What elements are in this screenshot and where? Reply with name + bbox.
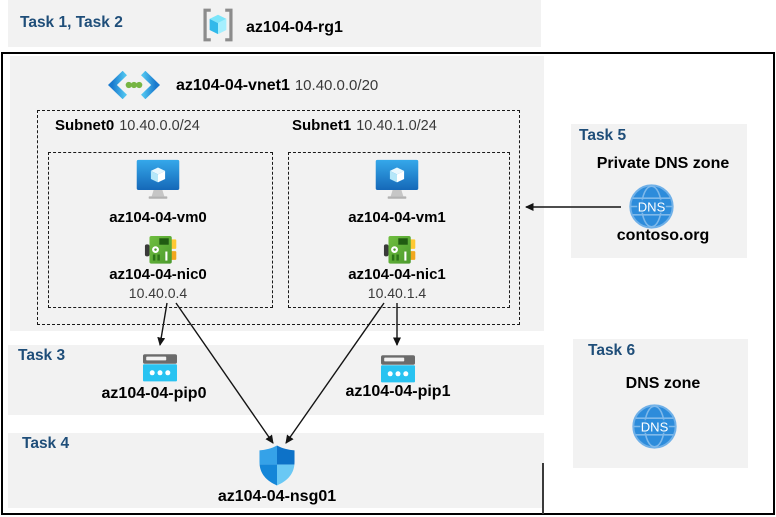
vnet-name: az104-04-vnet1 (176, 77, 290, 94)
task5-label: Task 5 (579, 127, 627, 144)
task6-label: Task 6 (588, 342, 636, 359)
private-dns-zone-title: Private DNS zone (596, 155, 730, 172)
nsg-name: az104-04-nsg01 (217, 488, 337, 505)
subnet1-cidr: 10.40.1.0/24 (356, 118, 437, 134)
nsg-shield-icon (258, 445, 296, 486)
dns-zone-icon: DNS (632, 404, 677, 449)
nic0-name: az104-04-nic0 (109, 266, 207, 283)
vm0-icon (136, 156, 180, 202)
vnet-cidr: 10.40.0.0/20 (294, 77, 379, 94)
task3-label: Task 3 (18, 347, 66, 364)
nic1-icon (381, 233, 419, 267)
subnet0-name: Subnet0 (55, 117, 115, 134)
pip1-icon (379, 350, 417, 388)
header-band (8, 0, 541, 47)
subnet0-cidr: 10.40.0.0/24 (119, 118, 200, 134)
dns-zone-title: DNS zone (625, 375, 701, 392)
pip1-name: az104-04-pip1 (345, 383, 451, 400)
nic1-name: az104-04-nic1 (348, 266, 446, 283)
dns-icon-text: DNS (638, 199, 666, 214)
diagram-frame (1, 52, 775, 515)
subnet1-name: Subnet1 (292, 117, 352, 134)
section-divider-line (542, 463, 544, 514)
pip0-icon (141, 349, 179, 387)
task12-label: Task 1, Task 2 (20, 14, 123, 31)
pip0-name: az104-04-pip0 (101, 385, 207, 402)
task4-label: Task 4 (22, 435, 70, 452)
address-space-box (37, 110, 520, 325)
virtual-network-icon (108, 71, 160, 99)
vm1-icon (375, 156, 419, 202)
vnet-container (10, 56, 544, 331)
resource-group-icon (199, 5, 237, 45)
nic0-icon (142, 233, 180, 267)
subnet1-box (288, 152, 510, 308)
vm1-name: az104-04-vm1 (348, 209, 446, 226)
dns-icon-text: DNS (641, 419, 669, 434)
nic0-ip: 10.40.0.4 (128, 285, 188, 301)
nic1-ip: 10.40.1.4 (367, 285, 427, 301)
vm0-name: az104-04-vm0 (109, 209, 207, 226)
private-dns-zone-name: contoso.org (616, 227, 710, 244)
resource-group-name: az104-04-rg1 (246, 19, 343, 36)
task3-band (8, 345, 544, 415)
private-dns-icon: DNS (629, 184, 674, 229)
